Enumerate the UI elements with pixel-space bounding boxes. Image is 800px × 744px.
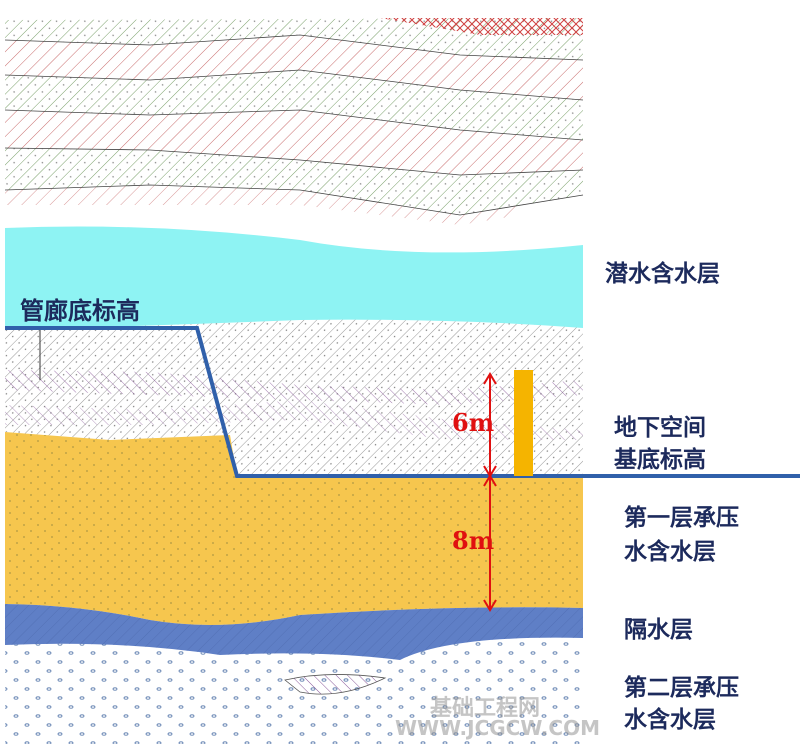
dimension-8m: 8m bbox=[452, 526, 495, 555]
aquitard-label: 隔水层 bbox=[624, 616, 693, 643]
watermark-en: WWW.JCGCW.COM bbox=[395, 716, 600, 740]
dimension-arrows bbox=[483, 372, 497, 612]
underground-base-label-1: 地下空间 bbox=[614, 414, 706, 441]
dimension-6m: 6m bbox=[452, 408, 495, 437]
confined2-label-2: 水含水层 bbox=[624, 706, 716, 733]
confined2-label-1: 第二层承压 bbox=[624, 674, 739, 701]
middle-strata bbox=[5, 319, 583, 476]
building-bar bbox=[514, 370, 533, 476]
watermark-cn: 基础工程网 bbox=[430, 696, 541, 721]
phreatic-aquifer-layer bbox=[5, 226, 583, 330]
confined1-label-1: 第一层承压 bbox=[624, 504, 739, 531]
underground-base-label-2: 基底标高 bbox=[614, 446, 706, 473]
second-confined-aquifer-layer bbox=[5, 637, 583, 744]
pipe-gallery-bottom-label: 管廊底标高 bbox=[20, 296, 140, 325]
upper-strata bbox=[4, 15, 584, 230]
confined1-label-2: 水含水层 bbox=[624, 538, 716, 565]
phreatic-aquifer-label: 潜水含水层 bbox=[605, 260, 720, 287]
lens bbox=[284, 674, 387, 695]
